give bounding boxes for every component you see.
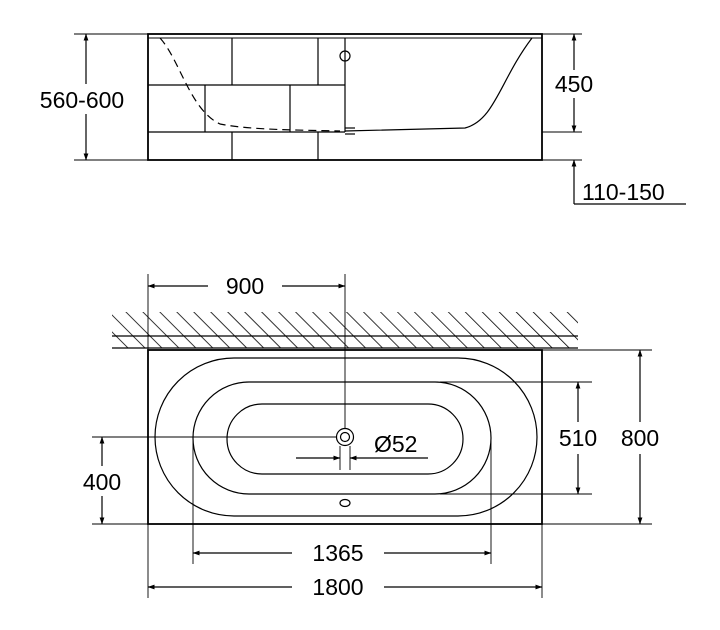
tub-profile-hidden bbox=[159, 37, 341, 132]
plan-view: 900 510 800 400 Ø52 1365 bbox=[83, 273, 659, 600]
dim-total-width: 800 bbox=[621, 425, 659, 451]
drain-icon bbox=[335, 427, 355, 447]
side-view: 560-600 450 110-150 bbox=[40, 33, 686, 205]
dim-inner-length: 1365 bbox=[312, 540, 363, 566]
dim-drain-offset: 900 bbox=[226, 273, 264, 299]
dim-side-depth: 450 bbox=[555, 71, 593, 97]
overflow-hole-icon bbox=[339, 498, 351, 508]
dim-feet-height: 110-150 bbox=[582, 179, 665, 205]
tub-basin-outer bbox=[192, 381, 492, 495]
tile-pattern bbox=[148, 38, 345, 160]
dim-drain-from-edge: 400 bbox=[83, 469, 121, 495]
dim-drain-diameter: Ø52 bbox=[374, 431, 417, 457]
dim-side-height: 560-600 bbox=[40, 87, 124, 113]
dim-total-length: 1800 bbox=[312, 574, 363, 600]
dim-inner-width: 510 bbox=[559, 425, 597, 451]
tub-profile bbox=[344, 37, 533, 132]
side-view-outline bbox=[147, 33, 543, 161]
